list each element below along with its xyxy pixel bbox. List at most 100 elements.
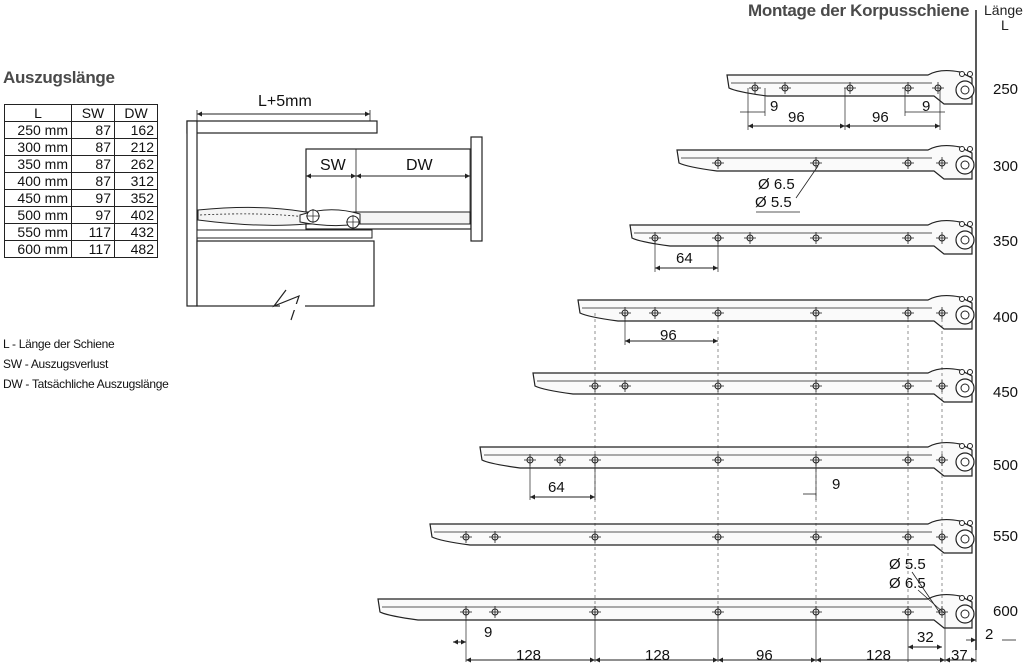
table-title: Auszugslänge: [3, 68, 115, 87]
cabinet-rail: [676, 144, 973, 180]
rail-roller-hub: [960, 235, 970, 245]
drawer-bottom-lip: [196, 229, 373, 239]
rail-roller-hub: [960, 85, 970, 95]
dim-96: 96: [660, 327, 677, 344]
arrowhead: [971, 657, 976, 663]
rail-roller-hub: [960, 534, 970, 544]
dim-9: 9: [484, 624, 493, 641]
rail-size-label: 600: [993, 603, 1019, 620]
arrowhead: [748, 123, 753, 129]
header-l: L: [4, 104, 72, 122]
dim-diameter-5-5: Ø 5.5: [889, 556, 926, 573]
break-gap: [280, 304, 305, 310]
cell-dw: 432: [114, 223, 158, 241]
dim-9: 9: [922, 98, 931, 115]
arrowhead: [465, 173, 470, 179]
rail-stop-hole: [959, 221, 965, 227]
arrowhead: [811, 657, 816, 663]
dim-9: 9: [832, 476, 841, 493]
cell-sw: 97: [71, 189, 115, 207]
rail-stop-hole: [967, 443, 973, 449]
cabinet-rail: [377, 593, 973, 629]
rail-stop-hole: [967, 520, 973, 526]
length-axis-symbol: L: [1001, 17, 1009, 33]
arrowhead: [713, 265, 718, 271]
cell-sw: 87: [71, 172, 115, 190]
arrowhead: [453, 639, 458, 645]
rail-stop-hole: [959, 146, 965, 152]
rail-stop-hole: [967, 146, 973, 152]
dim-64: 64: [676, 250, 693, 267]
arrowhead: [816, 657, 821, 663]
rail-stop-hole: [959, 369, 965, 375]
table-header-row: L SW DW: [4, 104, 158, 122]
cell-dw: 262: [114, 155, 158, 173]
header-sw: SW: [71, 104, 115, 122]
arrowhead: [625, 338, 630, 344]
rail-roller-hub: [960, 160, 970, 170]
arrowhead: [466, 657, 471, 663]
dim-diameter-6-5: Ø 6.5: [758, 176, 795, 193]
dim-37: 37: [951, 647, 968, 664]
rail-stop-hole: [959, 443, 965, 449]
cell-sw: 87: [71, 155, 115, 173]
drawer-body: [196, 240, 375, 307]
arrowhead: [655, 265, 660, 271]
rail-stop-hole: [959, 71, 965, 77]
cabinet-rail: [577, 294, 973, 330]
rail-roller-hub: [960, 310, 970, 320]
legend-line-dw: DW - Tatsächliche Auszugslänge: [3, 377, 169, 391]
rail-roller-hub: [960, 457, 970, 467]
arrowhead: [461, 639, 466, 645]
cell-l: 350 mm: [4, 155, 72, 173]
cell-dw: 162: [114, 121, 158, 139]
cell-sw: 117: [71, 240, 115, 258]
rail-stop-hole: [967, 221, 973, 227]
leader-line: [911, 571, 941, 614]
arrowhead: [713, 338, 718, 344]
dim-l-plus-5mm: L+5mm: [258, 93, 312, 110]
dim-96: 96: [756, 647, 773, 664]
cell-sw: 87: [71, 138, 115, 156]
header-dw: DW: [114, 104, 158, 122]
cell-sw: 97: [71, 206, 115, 224]
arrowhead: [945, 657, 950, 663]
drawer-top-panel: [186, 120, 378, 134]
cell-l: 300 mm: [4, 138, 72, 156]
dim-128: 128: [516, 647, 542, 664]
arrowhead: [595, 657, 600, 663]
cell-sw: 87: [71, 121, 115, 139]
rail-size-label: 450: [993, 384, 1019, 401]
rail-stop-hole: [959, 595, 965, 601]
arrowhead: [530, 494, 535, 500]
cell-dw: 352: [114, 189, 158, 207]
arrowhead: [845, 123, 850, 129]
rail-stop-hole: [967, 296, 973, 302]
cabinet-rail: [479, 441, 973, 477]
cell-l: 450 mm: [4, 189, 72, 207]
arrowhead: [935, 123, 940, 129]
cabinet-rail: [532, 367, 973, 403]
dim-96: 96: [788, 109, 805, 126]
length-axis-label: Länge: [984, 2, 1023, 18]
cell-dw: 212: [114, 138, 158, 156]
arrowhead: [351, 173, 356, 179]
rail-size-label: 400: [993, 309, 1019, 326]
cabinet-rail: [629, 219, 973, 255]
rail-stop-hole: [959, 520, 965, 526]
arrowhead: [713, 657, 718, 663]
rail-stop-hole: [967, 369, 973, 375]
cabinet-back: [470, 136, 483, 242]
dim-2: 2: [985, 626, 994, 643]
rail-size-label: 550: [993, 528, 1019, 545]
arrowhead: [940, 657, 945, 663]
arrowhead: [971, 637, 976, 643]
arrowhead: [718, 657, 723, 663]
